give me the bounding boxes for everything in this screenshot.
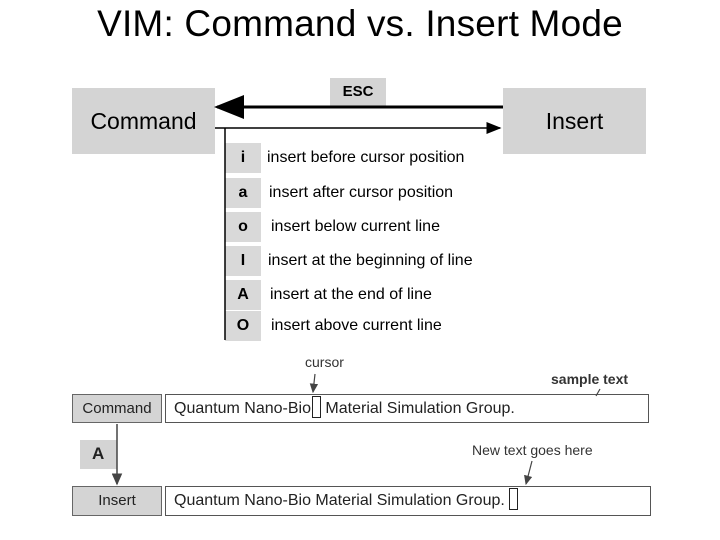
sample-text-pointer [595, 388, 601, 397]
insert-mode-box: Insert [503, 88, 646, 154]
key-a-description: insert after cursor position [269, 184, 454, 201]
key-A-cell: A [225, 280, 261, 310]
esc-key-box: ESC [330, 78, 386, 106]
key-O-description: insert above current line [271, 317, 442, 334]
key-o-cell: o [225, 212, 261, 242]
key-O-cell: O [225, 311, 261, 341]
insert-mode-small-label: Insert [98, 492, 136, 509]
cursor-marker [311, 396, 321, 418]
key-o-description: insert below current line [271, 218, 440, 235]
key-i-cell: i [225, 143, 261, 173]
esc-key-label: ESC [342, 83, 374, 100]
cursor-label: cursor [305, 354, 344, 370]
key-i-description: insert before cursor position [267, 149, 465, 166]
key-A-description: insert at the end of line [270, 286, 432, 303]
full-text: Quantum Nano-Bio Material Simulation Gro… [174, 492, 505, 509]
command-mode-box: Command [72, 88, 215, 154]
cursor-pointer-arrow [309, 373, 319, 394]
new-text-pointer [524, 460, 533, 486]
sample-text-label: sample text [551, 371, 629, 387]
append-cursor-marker [508, 488, 518, 510]
sample-text-line-after: Quantum Nano-Bio Material Simulation Gro… [165, 486, 651, 516]
insert-key-list: i insert before cursor position a insert… [225, 143, 525, 343]
text-before-cursor: Quantum Nano-Bio [174, 400, 311, 417]
insert-mode-small-box: Insert [72, 486, 162, 516]
key-I-description: insert at the beginning of line [268, 252, 473, 269]
new-text-note: New text goes here [472, 442, 593, 458]
insert-mode-label: Insert [545, 108, 604, 134]
command-mode-label: Command [90, 108, 197, 134]
sample-text-line-before: Quantum Nano-Bio Material Simulation Gro… [165, 394, 649, 423]
command-mode-small-label: Command [82, 400, 152, 417]
key-I-cell: I [225, 246, 261, 276]
key-pressed-label: A [92, 444, 105, 463]
page-title: VIM: Command vs. Insert Mode [97, 3, 623, 44]
key-pressed-box: A [80, 440, 117, 469]
key-a-cell: a [225, 178, 261, 208]
command-mode-small-box: Command [72, 394, 162, 423]
text-after-cursor: Material Simulation Group. [320, 400, 515, 417]
